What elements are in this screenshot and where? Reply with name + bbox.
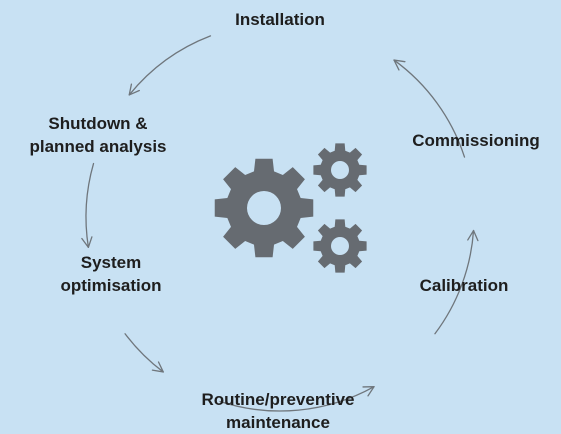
arc-installation-to-shutdown	[128, 35, 212, 96]
stage-calibration: Calibration	[398, 274, 530, 297]
arrowhead-commissioning-to-installation	[393, 59, 406, 71]
stage-installation-label: Installation	[235, 10, 325, 29]
arrowhead-optimisation-to-maintenance	[151, 361, 164, 373]
stage-shutdown-planned-analysis: Shutdown & planned analysis	[4, 112, 192, 158]
arrowhead-shutdown-to-optimisation	[81, 236, 93, 249]
stage-routine-label-line2: maintenance	[226, 413, 330, 432]
stage-optimisation-label-line1: System	[80, 253, 142, 272]
stage-calibration-label: Calibration	[419, 276, 509, 295]
gears-icon	[214, 143, 367, 273]
small-gear-top-icon	[313, 143, 367, 197]
stage-commissioning: Commissioning	[393, 129, 559, 152]
arc-shutdown-to-optimisation	[85, 162, 95, 248]
large-gear-icon	[214, 158, 314, 258]
stage-routine-label-line1: Routine/preventive	[201, 390, 355, 409]
stage-optimisation-label-line2: optimisation	[60, 276, 162, 295]
stage-routine-preventive-maintenance: Routine/preventive maintenance	[165, 388, 391, 434]
arrowhead-maintenance-to-calibration	[362, 386, 375, 397]
stage-system-optimisation: System optimisation	[36, 251, 186, 297]
arrowhead-installation-to-shutdown	[128, 83, 140, 96]
stage-shutdown-label-line2: planned analysis	[29, 137, 167, 156]
stage-commissioning-label: Commissioning	[412, 131, 540, 150]
small-gear-bottom-icon	[313, 219, 367, 273]
arrowhead-calibration-to-commissioning	[467, 229, 479, 242]
arc-optimisation-to-maintenance	[124, 333, 164, 373]
arc-calibration-to-commissioning	[434, 229, 475, 335]
stage-installation: Installation	[180, 8, 380, 31]
arc-commissioning-to-installation	[393, 59, 466, 158]
arc-maintenance-to-calibration	[219, 386, 375, 412]
stage-shutdown-label-line1: Shutdown &	[48, 114, 148, 133]
